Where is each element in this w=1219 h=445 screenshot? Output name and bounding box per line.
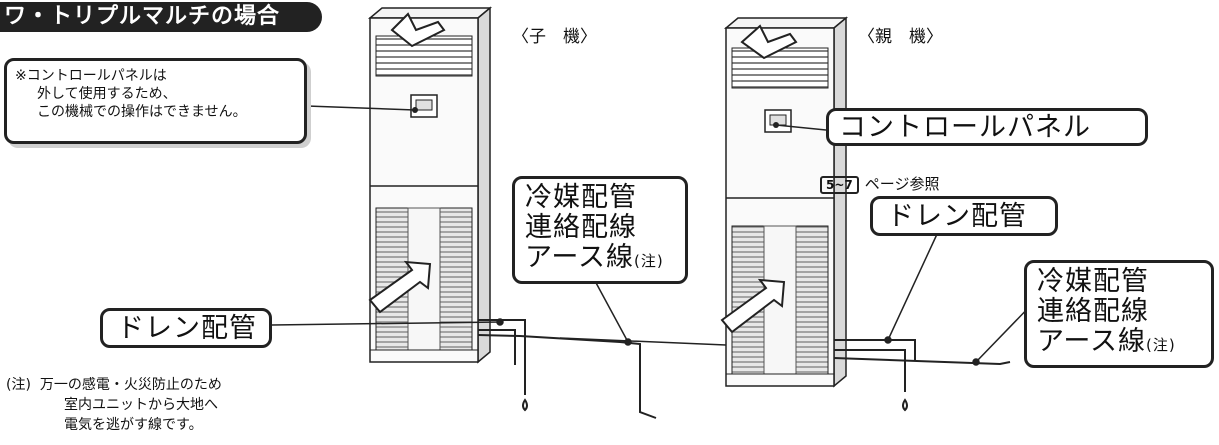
outlet-arrow-parent (740, 24, 798, 60)
drain-pipe-callout-right: ドレン配管 (870, 196, 1058, 236)
pipes-callout-right: 冷媒配管 連絡配線 アース線(注) (1024, 260, 1214, 368)
footnote-marker: (注) (6, 377, 31, 393)
footnote: (注) 万一の感電・火災防止のため 室内ユニットから大地へ 電気を逃がす線です。 (6, 377, 222, 433)
control-panel-note: ※コントロールパネルは 外して使用するため、 この機械での操作はできません。 (4, 58, 307, 144)
page-reference: 5~7 ページ参照 (820, 173, 939, 194)
section-title-badge: ワ・トリプルマルチの場合 (0, 2, 322, 32)
intake-arrow-child (368, 260, 432, 314)
child-unit-label: 〈子 機〉 (512, 27, 597, 47)
pipes-callout-center: 冷媒配管 連絡配線 アース線(注) (512, 176, 688, 284)
parent-indoor-unit (720, 16, 849, 388)
intake-arrow-parent (720, 278, 786, 334)
child-indoor-unit (367, 6, 493, 364)
control-panel-callout: コントロールパネル (826, 108, 1148, 146)
book-icon: 5~7 (820, 176, 859, 194)
page-ref-text: ページ参照 (864, 175, 940, 193)
parent-piping (833, 339, 1011, 412)
parent-unit-label: 〈親 機〉 (858, 27, 943, 47)
child-piping (477, 319, 727, 419)
outlet-arrow-child (390, 12, 446, 48)
drain-pipe-callout-left: ドレン配管 (100, 308, 272, 348)
